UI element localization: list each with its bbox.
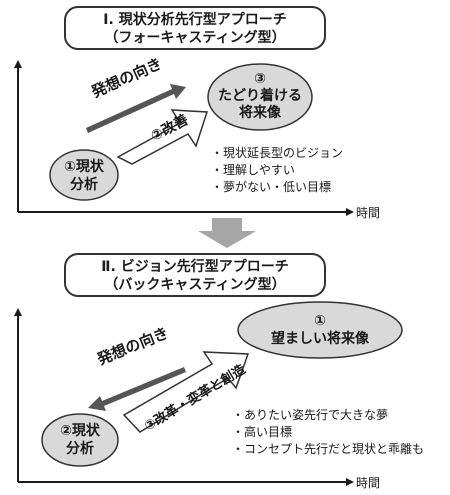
section1-title: Ⅰ. 現状分析先行型アプローチ xyxy=(103,12,287,28)
section1-future-line2: 将来像 xyxy=(239,105,281,121)
section1-title-box: Ⅰ. 現状分析先行型アプローチ （フォーキャスティング型） xyxy=(64,6,326,50)
section2-current-analysis-number: ②現状 xyxy=(60,423,100,439)
section1-bullets: ・現状延長型のビジョン ・理解しやすい ・夢がない・低い目標 xyxy=(211,145,343,196)
section1-x-axis-label: 時間 xyxy=(356,206,381,220)
section2-x-axis-label: 時間 xyxy=(356,476,381,490)
section1-subtitle: （フォーキャスティング型） xyxy=(104,30,286,46)
section1-future-ellipse xyxy=(207,63,313,131)
section1-future-number: ③ xyxy=(254,71,266,87)
section1-future-label: ③ たどり着ける 将来像 xyxy=(208,71,312,122)
section2-thinking-arrow xyxy=(88,367,186,411)
section2-bullets: ・ありたい姿先行で大きな夢 ・高い目標 ・コンセプト先行だと現状と乖離も xyxy=(232,407,424,458)
transition-down-arrow xyxy=(198,218,256,248)
section1-current-analysis-text: 分析 xyxy=(70,177,98,193)
section2-bullet-2: ・高い目標 xyxy=(232,425,293,439)
section2-subtitle: （バックキャスティング型） xyxy=(104,277,286,293)
section1-bullet-3: ・夢がない・低い目標 xyxy=(211,180,332,194)
section2-current-analysis-text: 分析 xyxy=(66,441,94,457)
section1-bullet-2: ・理解しやすい xyxy=(211,163,295,177)
section2-title-box: Ⅱ. ビジョン先行型アプローチ （バックキャスティング型） xyxy=(64,253,326,297)
section1-current-analysis-label: ①現状 分析 xyxy=(54,158,114,194)
section2-bullet-1: ・ありたい姿先行で大きな夢 xyxy=(232,408,389,422)
section2-current-analysis-ellipse xyxy=(41,413,119,467)
section2-vision-ellipse xyxy=(237,301,403,359)
section1-current-analysis-ellipse xyxy=(49,149,119,201)
section1-axes xyxy=(14,60,354,216)
section1-future-line1: たどり着ける xyxy=(218,88,302,104)
section2-reform-arrow xyxy=(122,351,250,433)
section2-current-analysis-label: ②現状 分析 xyxy=(46,422,114,458)
section1-bullet-1: ・現状延長型のビジョン xyxy=(211,146,344,160)
section1-thinking-arrow xyxy=(86,84,186,133)
section1-current-analysis-number: ①現状 xyxy=(64,159,104,175)
section2-vision-number: ① xyxy=(314,313,326,329)
section2-axes xyxy=(14,308,354,486)
section1-improvement-arrow xyxy=(116,109,209,165)
section2-vision-label: ① 望ましい将来像 xyxy=(250,312,390,348)
section2-bullet-3: ・コンセプト先行だと現状と乖離も xyxy=(232,442,425,456)
section2-vision-text: 望ましい将来像 xyxy=(271,331,369,347)
section2-title: Ⅱ. ビジョン先行型アプローチ xyxy=(101,259,289,275)
